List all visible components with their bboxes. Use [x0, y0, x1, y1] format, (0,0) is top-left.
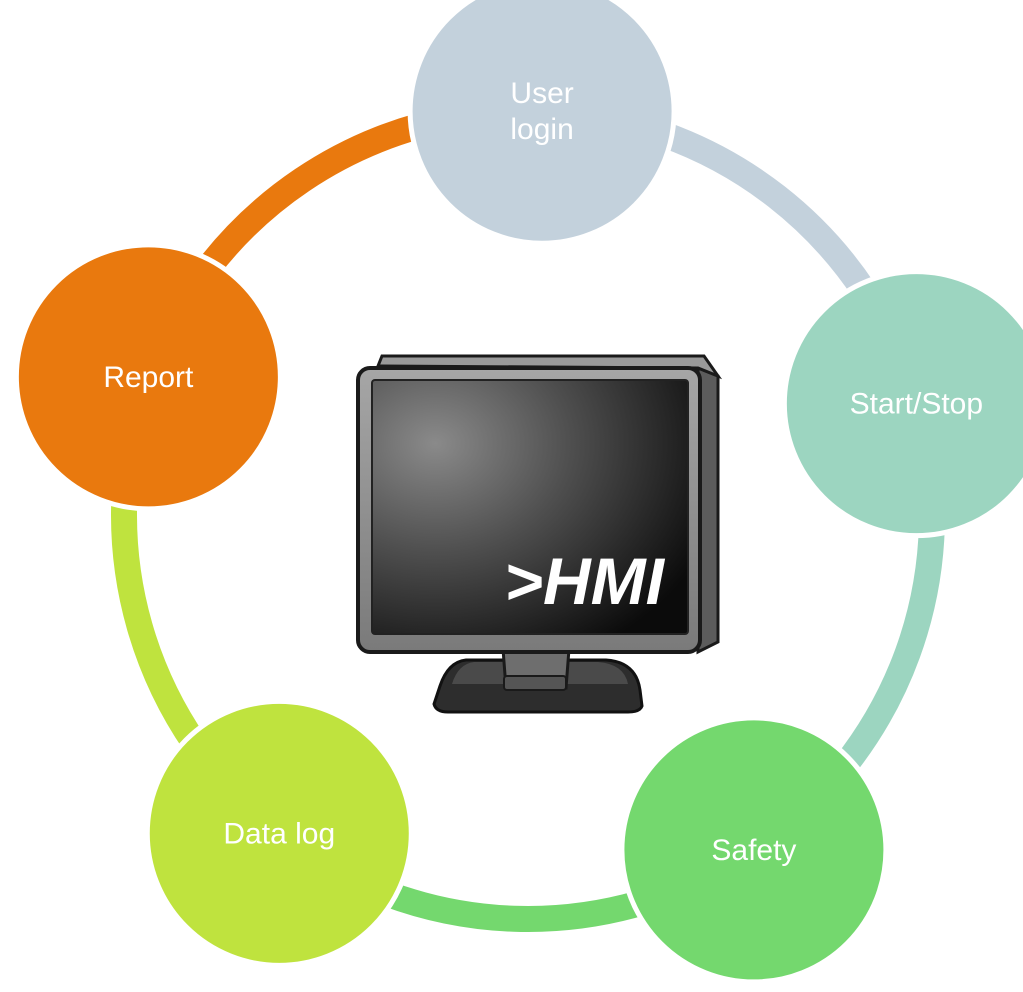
node-data-log: Data log: [144, 698, 414, 968]
node-circle-start-stop: [781, 269, 1023, 539]
monitor-screen-text: >HMI: [504, 544, 665, 618]
node-circle-data-log: [144, 698, 414, 968]
node-label-safety: Safety: [711, 834, 796, 867]
node-label-start-stop: Start/Stop: [850, 388, 983, 421]
monitor-icon: >HMI: [356, 354, 723, 714]
node-start-stop: Start/Stop: [781, 269, 1023, 539]
node-label-data-log: Data log: [223, 817, 335, 850]
node-label-user-login: login: [510, 113, 573, 146]
node-safety: Safety: [619, 715, 889, 985]
node-label-report: Report: [103, 361, 194, 394]
node-label-user-login: User: [510, 77, 573, 110]
node-circle-user-login: [407, 0, 677, 246]
monitor-screen: [371, 379, 689, 635]
monitor-stand-foot: [503, 675, 567, 691]
node-report: Report: [13, 242, 283, 512]
node-circle-report: [13, 242, 283, 512]
node-circle-safety: [619, 715, 889, 985]
